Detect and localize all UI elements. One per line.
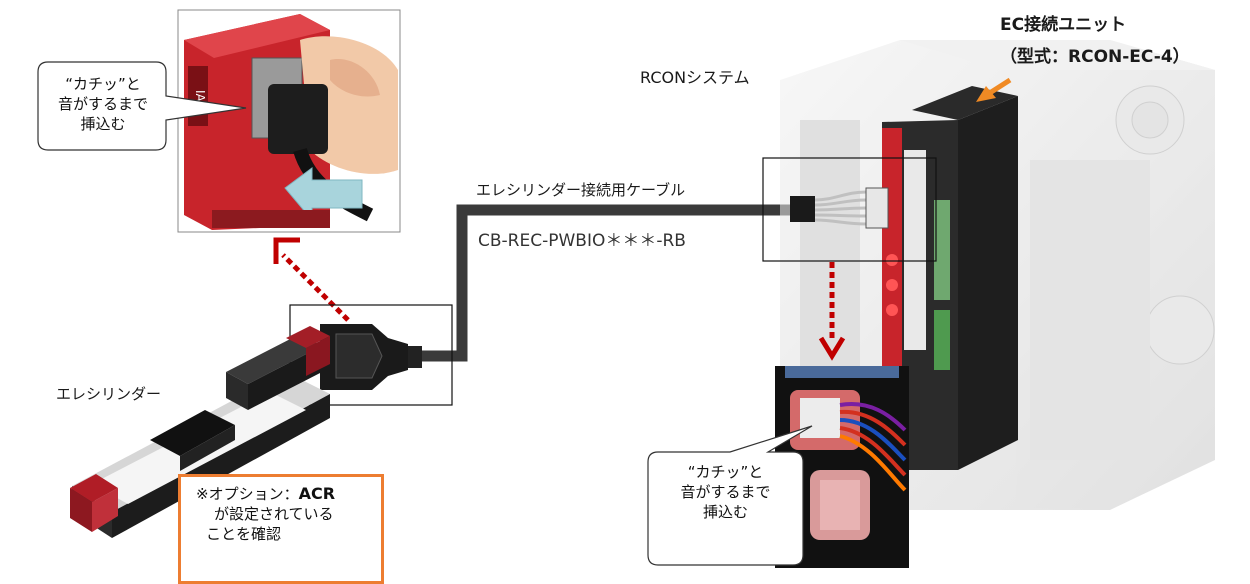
ec-unit-pointer-arrow: [976, 77, 1012, 102]
rcon-system-label: RCONシステム: [640, 68, 750, 87]
callout-top-line1: “カチッ”と: [65, 75, 141, 93]
option-note-line2: が設定されている: [214, 505, 334, 523]
callout-top-line2: 音がするまで: [57, 95, 148, 113]
callout-top-line3: 挿込む: [80, 115, 126, 133]
callout-bottom-line1: “カチッ”と: [687, 463, 764, 481]
option-note-acr: ACR: [298, 484, 336, 503]
callout-bubble-bottom: [647, 425, 813, 566]
connector-zoom-box-left: [289, 304, 453, 406]
callout-top-text: “カチッ”と 音がするまで 挿込む: [40, 74, 166, 134]
option-note-line3: ことを確認: [206, 525, 282, 543]
elecylinder-actuator: [70, 326, 330, 538]
insertion-photo-top: IAI: [177, 9, 401, 233]
red-arrow-up: [273, 237, 350, 322]
connection-diagram: IAI: [37, 9, 1215, 568]
connector-zoom-box-right: [762, 157, 937, 262]
cable-name: エレシリンダー接続用ケーブル: [476, 181, 686, 199]
actuator-label: エレシリンダー: [56, 385, 162, 403]
option-note-line1: ※オプション：ACR: [196, 484, 335, 504]
ec-unit-title: EC接続ユニット: [1000, 15, 1127, 35]
red-arrow-down: [818, 262, 846, 361]
cable-model: CB-REC-PWBIO＊＊＊-RB: [478, 231, 686, 251]
option-note-text: ※オプション：ACR が設定されている ことを確認: [196, 484, 335, 544]
ec-unit-model: （型式：RCON-EC-4）: [1000, 47, 1190, 67]
cable: [420, 204, 800, 362]
option-note-box: [178, 474, 384, 584]
callout-bottom-text: “カチッ”と 音がするまで 挿込む: [648, 462, 803, 522]
callout-bottom-line2: 音がするまで: [680, 483, 771, 501]
callout-bubble-top: [37, 61, 247, 151]
callout-bottom-line3: 挿込む: [702, 503, 748, 521]
option-note-prefix: ※オプション：: [196, 485, 299, 503]
